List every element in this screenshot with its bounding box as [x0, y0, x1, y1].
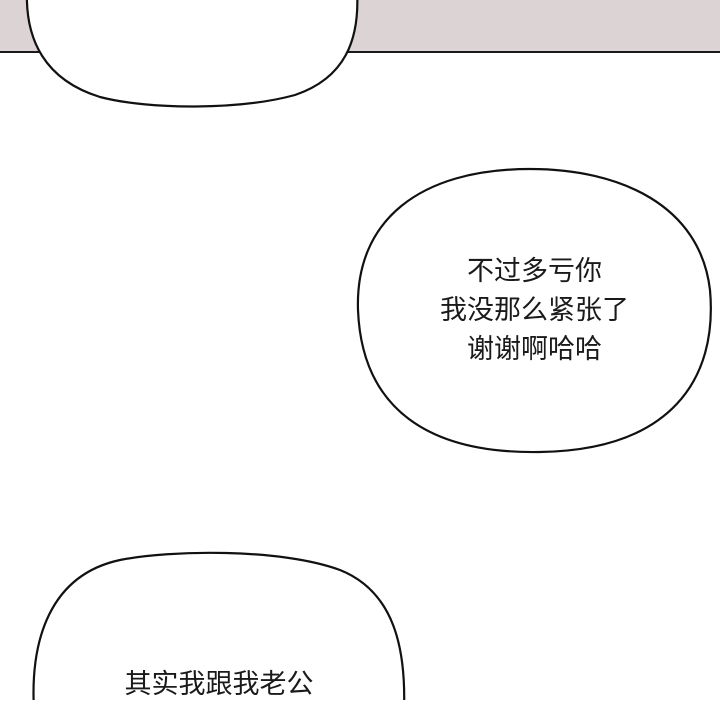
speech-bubble-top — [25, 0, 359, 108]
dialogue-line: 谢谢啊哈哈 — [467, 334, 602, 365]
speech-bubble-bottom-text: 其实我跟我老公 — [33, 665, 405, 704]
dialogue-line: 不过多亏你 — [467, 256, 602, 287]
speech-bubble-middle-text: 不过多亏你 我没那么紧张了 谢谢啊哈哈 — [357, 252, 712, 369]
speech-bubble-bottom — [32, 551, 406, 700]
dialogue-line: 其实我跟我老公 — [124, 669, 314, 700]
dialogue-line: 我没那么紧张了 — [440, 295, 629, 326]
speech-bubble-middle — [356, 167, 712, 454]
